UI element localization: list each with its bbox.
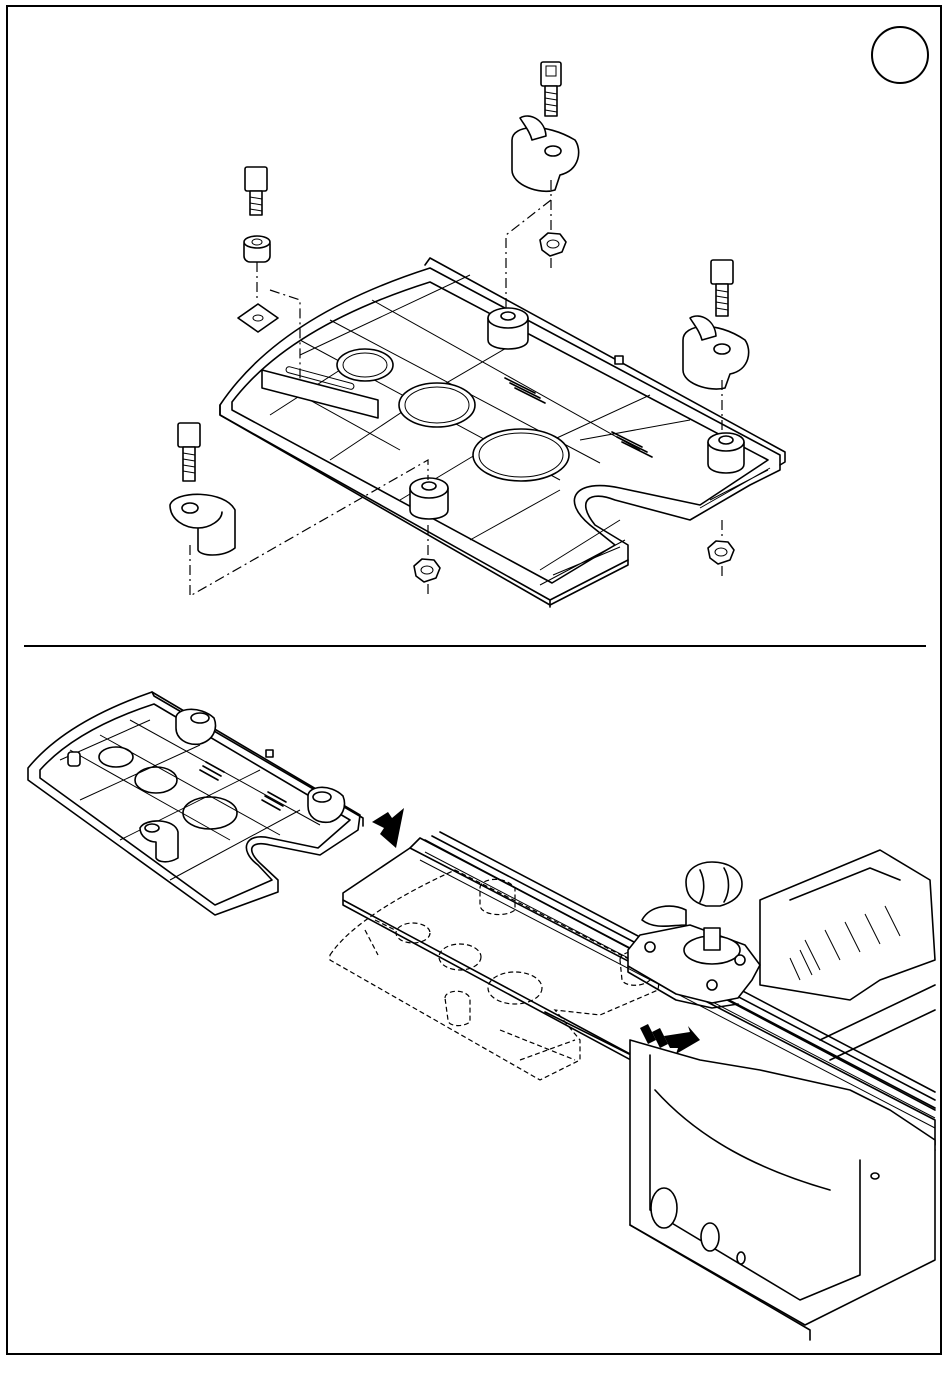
hex-nut — [708, 541, 734, 564]
clamp-cam-screw — [711, 260, 733, 316]
plate-boss — [708, 433, 744, 473]
spacer-sleeve — [244, 236, 270, 262]
plate-boss — [488, 308, 528, 349]
plate-boss — [410, 478, 448, 519]
square-washer — [238, 304, 278, 332]
insert-arrow-icon — [372, 808, 404, 848]
clamp-cam — [683, 316, 749, 389]
clamp-cam — [170, 494, 235, 555]
clamp-cam — [512, 116, 579, 191]
clamp-cam-screw — [541, 62, 561, 116]
base-plate — [220, 258, 785, 607]
base-plate-assembly — [28, 692, 363, 915]
hex-nut — [540, 233, 566, 256]
hex-nut — [414, 559, 440, 582]
clamp-cam-screw — [178, 423, 200, 481]
clamp-cam-screw — [245, 167, 267, 215]
